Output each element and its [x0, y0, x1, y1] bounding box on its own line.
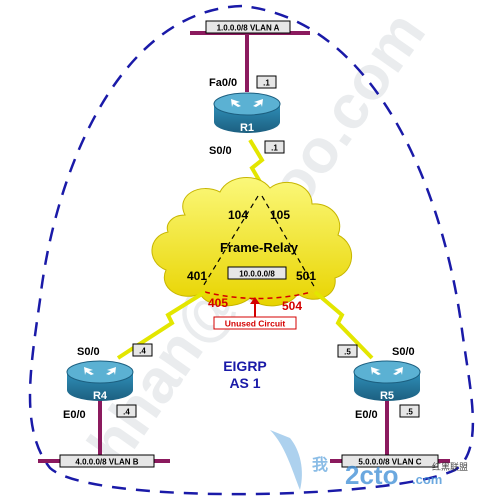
- r4-s-addr-box: [132, 343, 153, 357]
- eigrp-label: EIGRP: [223, 358, 267, 374]
- r4-e-addr: .4: [123, 408, 130, 417]
- unused-circuit-arrow: [250, 297, 260, 317]
- r1-s-iface: S0/0: [209, 145, 232, 157]
- router-r4-arrows-icon: [84, 367, 116, 375]
- vlan-b-segment: 4.0.0.0/8 VLAN B: [38, 395, 170, 468]
- cloud-label: Frame-Relay: [220, 240, 299, 255]
- r5-s-addr: .5: [344, 348, 351, 357]
- eigrp-as-label: AS 1: [229, 375, 260, 391]
- fr-subnet-label: 10.0.0.0/8: [239, 270, 275, 279]
- serial-link-r5: [313, 290, 374, 360]
- r4-e-addr-box: [116, 404, 137, 418]
- r5-e-addr-box: [399, 404, 420, 418]
- serial-link-r4: [116, 290, 207, 360]
- frame-relay-cloud: [151, 176, 353, 307]
- logo-swoosh-icon: [270, 430, 302, 490]
- r5-e-addr: .5: [406, 408, 413, 417]
- r4-e-iface: E0/0: [63, 409, 86, 421]
- site-logo: 我 2cto .com 红黑联盟: [270, 430, 468, 490]
- vlan-c-label: 5.0.0.0/8 VLAN C: [358, 458, 421, 467]
- r4-s-addr: .4: [139, 347, 146, 356]
- r1-s-addr-box: [264, 140, 285, 154]
- router-r1-arrows-icon: [231, 99, 263, 107]
- vlan-b-label: 4.0.0.0/8 VLAN B: [75, 458, 138, 467]
- unused-circuit-label: Unused Circuit: [225, 319, 286, 329]
- r1-fa-addr: .1: [263, 79, 270, 88]
- eigrp-boundary: [28, 4, 475, 496]
- router-r4-name: R4: [93, 390, 108, 402]
- router-r5-name: R5: [380, 390, 394, 402]
- dlci-104: 104: [228, 208, 248, 222]
- vlan-a-segment: 1.0.0.0/8 VLAN A: [190, 20, 310, 92]
- fr-subnet-box: [227, 266, 287, 280]
- logo-chinese-right: 红黑联盟: [432, 461, 468, 472]
- vlan-c-segment: 5.0.0.0/8 VLAN C: [330, 395, 450, 468]
- router-r1-name: R1: [240, 122, 254, 134]
- r5-s-iface: S0/0: [392, 346, 415, 358]
- router-r5-arrows-icon: [371, 367, 403, 375]
- r1-fa-iface: Fa0/0: [209, 77, 237, 89]
- r5-e-iface: E0/0: [355, 409, 378, 421]
- dlci-405: 405: [208, 296, 228, 310]
- vlan-a-label: 1.0.0.0/8 VLAN A: [217, 24, 280, 33]
- logo-tld-text: .com: [412, 472, 442, 487]
- router-r5: R5: [353, 360, 421, 402]
- dlci-501: 501: [296, 269, 316, 283]
- r5-s-addr-box: [337, 344, 358, 358]
- r4-s-iface: S0/0: [77, 346, 100, 358]
- router-r1: R1: [213, 92, 281, 134]
- logo-chinese-left: 我: [312, 455, 328, 474]
- dlci-504: 504: [282, 299, 302, 313]
- logo-main-text: 2cto: [345, 460, 398, 490]
- dlci-401: 401: [187, 269, 207, 283]
- r1-s-addr: .1: [271, 144, 278, 153]
- r1-fa-addr-box: [256, 75, 277, 89]
- dlci-105: 105: [270, 208, 290, 222]
- unused-circuit-box: [213, 316, 297, 330]
- router-r4: R4: [66, 360, 134, 402]
- pvc-405-504-unused: [204, 291, 313, 300]
